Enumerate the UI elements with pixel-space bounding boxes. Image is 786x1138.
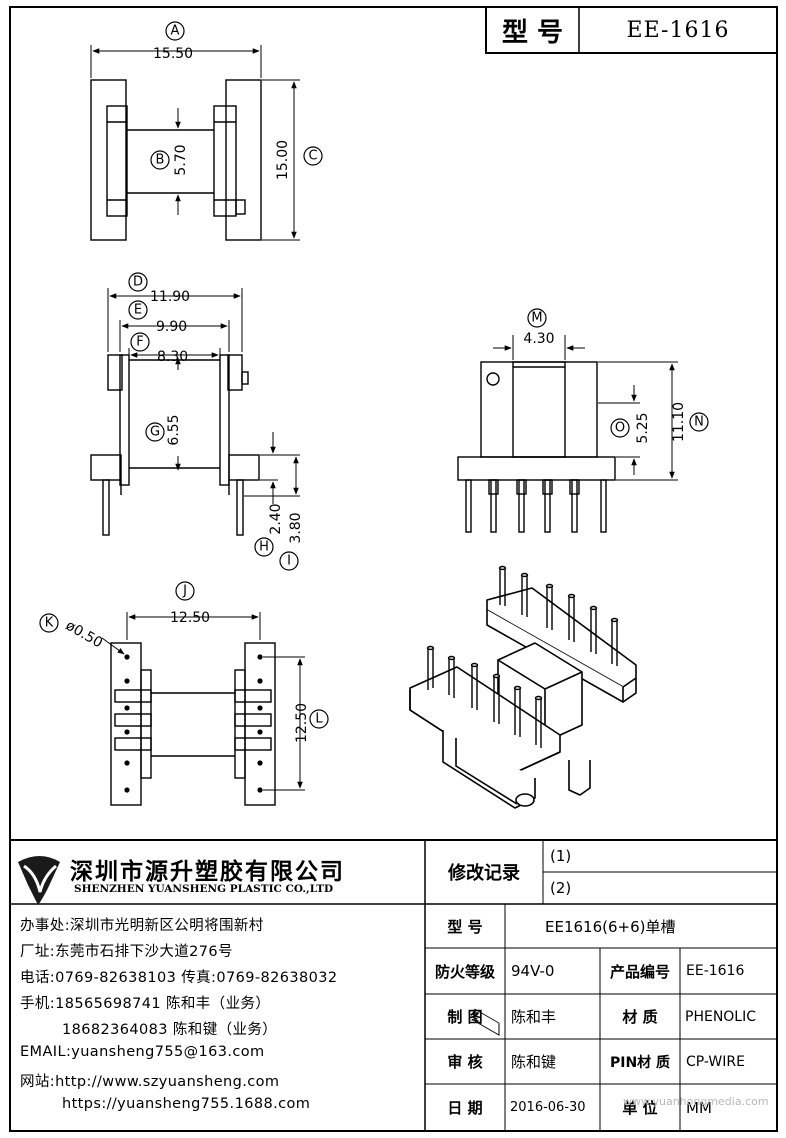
label-O: O [615,421,625,436]
website-2[interactable]: https://yuansheng755.1688.com [62,1096,311,1112]
dim-D-value: 11.90 [150,289,190,305]
label-G: G [150,425,160,440]
dim-B-value: 5.70 [173,144,189,175]
iso-pins-rear [498,565,619,666]
pin-material-label: PIN材 质 [609,1054,671,1071]
pin-material-value: CP-WIRE [686,1053,745,1070]
product-no-label: 产品编号 [609,962,670,981]
dim-E-value: 9.90 [156,319,187,335]
dim-L-value: 12.50 [294,703,310,743]
iso-pins-front [426,645,543,748]
checked-by-value: 陈和键 [511,1053,557,1071]
website-1[interactable]: 网站:http://www.szyuansheng.com [20,1074,280,1090]
label-F: F [136,335,143,350]
model-value: EE1616(6+6)单槽 [545,917,676,936]
label-M: M [531,311,542,326]
side-view [457,335,678,533]
dim-O-value: 5.25 [635,412,651,443]
company-logo [18,856,60,905]
label-E: E [134,303,142,318]
dim-H-value: 2.40 [268,503,284,534]
title-block [485,6,778,54]
dim-F-value: 8.30 [157,349,188,365]
isometric-view [409,565,637,1036]
company-name-cn: 深圳市源升塑胶有限公司 [70,859,345,885]
label-I: I [287,554,291,569]
revision-1: (1) [550,847,572,865]
drawn-by-value: 陈和丰 [511,1008,557,1026]
material-value: PHENOLIC [685,1008,757,1025]
revision-2: (2) [550,879,572,897]
date-value: 2016-06-30 [510,1100,586,1115]
revision-label: 修改记录 [448,863,520,884]
title-block-model: EE-1616 [626,17,730,43]
model-label: 型 号 [447,917,483,936]
top-view [90,45,300,241]
sheet-border [9,6,778,1132]
office-address: 办事处:深圳市光明新区公明将围新村 [20,918,264,934]
label-A: A [171,24,180,39]
dim-C-value: 15.00 [275,140,291,180]
label-D: D [133,275,143,290]
unit-value: MM [686,1098,712,1117]
dim-M-value: 4.30 [523,331,554,347]
unit-label: 单 位 [622,1099,658,1117]
title-block-label: 型 号 [501,17,564,48]
label-K: K [45,616,54,631]
label-B: B [156,153,165,168]
label-C: C [308,149,317,164]
checked-by-label: 审 核 [447,1053,483,1071]
label-L: L [315,712,323,727]
fire-rating-value: 94V-0 [511,962,555,980]
front-view [90,288,300,536]
watermark: www.yuanhongmedia.com [623,1095,769,1108]
dim-A-value: 15.50 [153,46,193,62]
product-no-value: EE-1616 [686,963,745,979]
info-grid [10,839,777,1131]
date-label: 日 期 [447,1099,483,1117]
label-J: J [182,584,187,599]
phone-fax: 电话:0769-82638103 传真:0769-82638032 [20,970,338,986]
material-label: 材 质 [622,1008,658,1026]
label-H: H [259,540,269,555]
drawn-by-label: 制 图 [447,1008,483,1026]
mobile-2: 18682364083 陈和键（业务） [62,1022,278,1038]
factory-address: 厂址:东莞市石排下沙大道276号 [20,944,233,960]
dim-G-value: 6.55 [166,414,182,445]
fire-rating-label: 防火等级 [434,962,495,981]
bottom-view-pin-holes [124,654,263,793]
dim-K-value: ø0.50 [63,618,105,652]
mobile-1: 手机:18565698741 陈和丰（业务） [20,996,271,1012]
side-view-pins [465,479,607,533]
dim-J-value: 12.50 [170,610,210,626]
email[interactable]: EMAIL:yuansheng755@163.com [20,1044,265,1060]
label-N: N [694,415,704,430]
dim-N-value: 11.10 [671,402,687,442]
company-name-en: SHENZHEN YUANSHENG PLASTIC CO.,LTD [74,883,334,895]
dim-I-value: 3.80 [288,512,304,543]
bottom-view [101,612,305,806]
